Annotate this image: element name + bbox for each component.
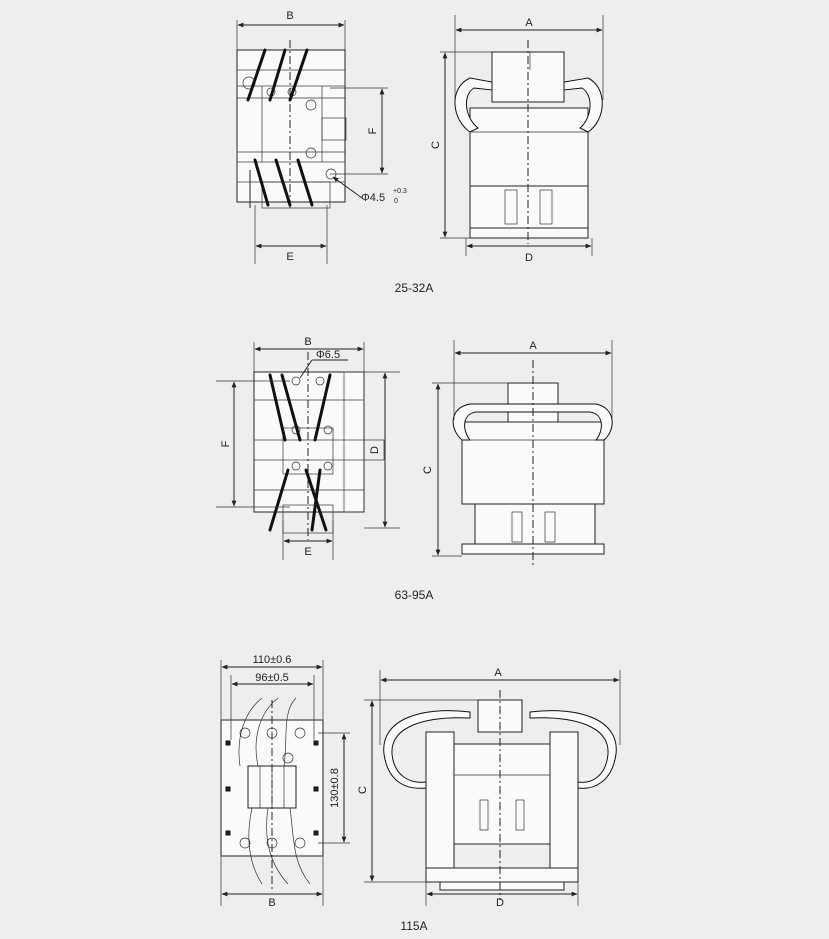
dim-e-63-95a: E xyxy=(282,520,334,560)
side-view-25-32a: A C D xyxy=(430,15,604,264)
label-f: F xyxy=(220,440,232,447)
dim-f-63-95a: F xyxy=(216,380,290,508)
dim-c-63-95a: C xyxy=(422,382,508,557)
dim-d-115a: D xyxy=(425,882,579,909)
label-e: E xyxy=(304,546,311,558)
dim-width-115a: 110±0.6 xyxy=(220,654,324,720)
caption-115a: 115A xyxy=(400,919,427,933)
dim-e-25-32a: E xyxy=(254,205,328,264)
label-b: B xyxy=(268,897,275,909)
hole-diameter-label: Φ6.5 xyxy=(316,349,340,361)
dim-c-115a: C xyxy=(357,699,478,883)
dim-d-25-32a: D xyxy=(465,238,593,264)
side-view-115a: A C D xyxy=(357,667,621,909)
label-e: E xyxy=(286,251,293,263)
section-63-95a: B Φ6.5 F D E xyxy=(216,336,613,602)
auxiliary-block xyxy=(477,699,523,733)
label-c: C xyxy=(357,786,369,794)
dim-b-25-32a: B xyxy=(236,10,346,50)
label-b: B xyxy=(286,10,293,22)
label-b: B xyxy=(304,336,311,348)
hole-tolerance-lower: 0 xyxy=(394,198,398,205)
label-c: C xyxy=(422,466,434,474)
dim-hole-width-115a: 96±0.5 xyxy=(230,672,315,740)
dim-b-63-95a: B xyxy=(253,336,365,372)
dim-c-25-32a: C xyxy=(430,51,492,239)
label-hole-height: 130±0.8 xyxy=(329,768,341,808)
base xyxy=(474,503,596,547)
hole-callout-25-32a: Φ4.5 +0.3 0 xyxy=(332,176,407,205)
label-d: D xyxy=(369,446,381,454)
hole-callout-63-95a: Φ6.5 xyxy=(299,349,348,379)
side-view-63-95a: A C xyxy=(422,340,613,565)
front-view-115a: 110±0.6 96±0.5 130±0.8 B xyxy=(220,654,350,909)
label-c: C xyxy=(430,141,442,149)
dim-a-115a: A xyxy=(379,667,621,745)
dim-hole-height-115a: 130±0.8 xyxy=(318,732,350,844)
label-hole-width: 96±0.5 xyxy=(255,672,289,684)
label-a: A xyxy=(525,17,533,29)
label-width-total: 110±0.6 xyxy=(253,654,292,666)
front-view-63-95a: B Φ6.5 F D E xyxy=(216,336,400,560)
label-d: D xyxy=(525,252,533,264)
coil-body xyxy=(469,107,589,187)
dim-d-63-95a: D xyxy=(364,371,400,529)
section-115a: 110±0.6 96±0.5 130±0.8 B xyxy=(220,654,621,933)
caption-63-95a: 63-95A xyxy=(395,588,434,602)
contactor-body xyxy=(253,371,365,513)
base xyxy=(469,185,589,235)
label-d: D xyxy=(496,897,504,909)
hole-tolerance-upper: +0.3 xyxy=(393,188,407,195)
dim-a-63-95a: A xyxy=(453,340,613,420)
hole-diameter-label: Φ4.5 xyxy=(361,192,385,204)
coil-body xyxy=(453,743,551,845)
dim-b-115a: B xyxy=(220,856,324,909)
label-a: A xyxy=(529,340,537,352)
front-view-25-32a: B F E Φ4.5 +0.3 0 xyxy=(236,10,407,264)
dim-a-25-32a: A xyxy=(454,15,604,100)
caption-25-32a: 25-32A xyxy=(395,281,434,295)
label-a: A xyxy=(494,667,502,679)
section-25-32a: B F E Φ4.5 +0.3 0 xyxy=(236,10,604,295)
contactor-body xyxy=(236,49,346,203)
label-f: F xyxy=(367,127,379,134)
dim-f-25-32a: F xyxy=(330,87,388,175)
base xyxy=(425,867,579,883)
